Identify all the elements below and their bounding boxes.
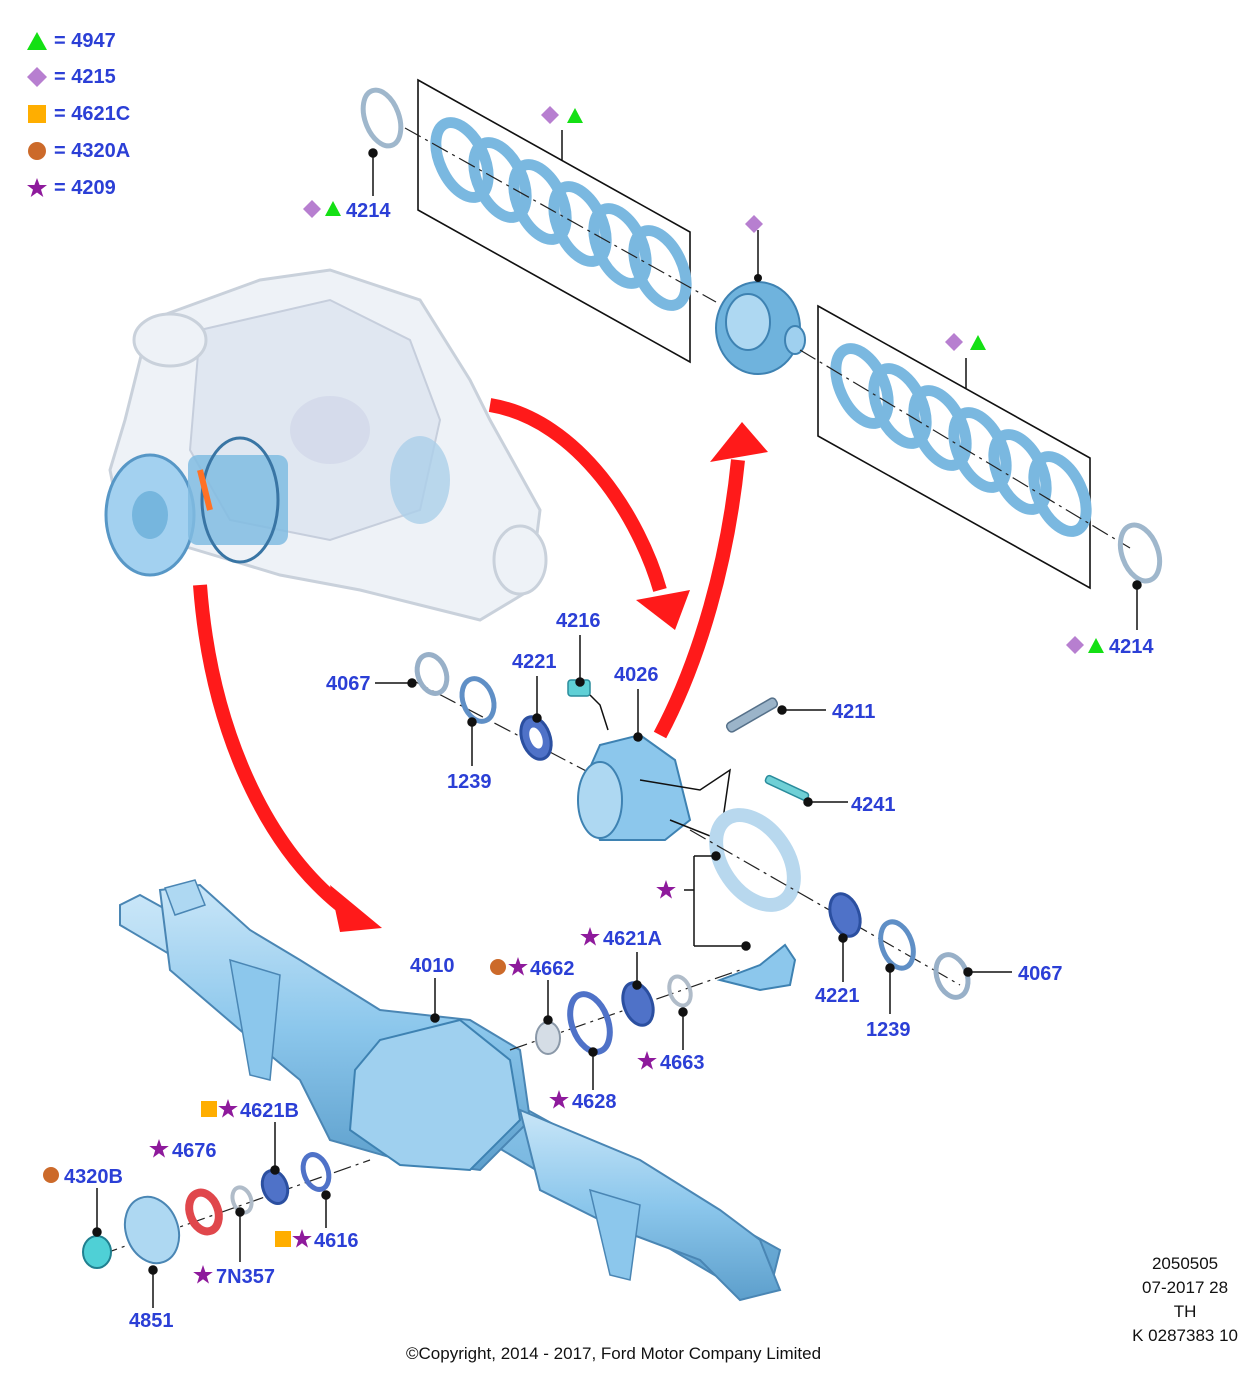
axle-leaders [92, 952, 688, 1308]
legend-text: = 4621C [54, 102, 131, 125]
green-triangle-icon [27, 32, 47, 50]
label-4676: 4676 [172, 1140, 217, 1162]
legend-item-4621C: = 4621C [26, 102, 130, 126]
carrier-leaders [375, 635, 1012, 1014]
meta-line-1: 2050505 [1151, 1254, 1219, 1273]
legend-item-4947: = 4947 [26, 29, 116, 53]
label-4214-right: 4214 [1109, 636, 1154, 658]
brown-circle-icon [28, 142, 46, 160]
label-4663: 4663 [660, 1052, 705, 1074]
label-4851: 4851 [129, 1310, 174, 1332]
clutch-pack-left [360, 78, 717, 364]
label-4221-left: 4221 [512, 651, 557, 673]
label-4214-top: 4214 [346, 200, 391, 222]
label-1239-right: 1239 [866, 1019, 911, 1041]
label-7N357: 7N357 [216, 1266, 275, 1288]
label-4662: 4662 [530, 958, 575, 980]
label-1239-left: 1239 [447, 771, 492, 793]
label-4621B: 4621B [240, 1100, 299, 1122]
meta-line-4: K 0287383 10 [1132, 1326, 1238, 1345]
orange-square-icon [28, 105, 46, 123]
label-4026: 4026 [614, 664, 659, 686]
legend-text: = 4215 [54, 65, 116, 88]
label-4010: 4010 [410, 955, 455, 977]
copyright: ©Copyright, 2014 - 2017, Ford Motor Comp… [406, 1344, 822, 1363]
legend-item-4215: = 4215 [26, 65, 116, 89]
top-leaders [368, 130, 1142, 630]
label-4067-right: 4067 [1018, 963, 1063, 985]
label-4241: 4241 [851, 794, 896, 816]
legend-item-4320A: = 4320A [26, 139, 130, 163]
red-arrow-to-carrier [488, 398, 690, 630]
meta-block: 2050505 07-2017 28 TH K 0287383 10 [1132, 1254, 1238, 1350]
legend-text: = 4320A [54, 139, 131, 162]
meta-line-2: 07-2017 28 [1142, 1278, 1229, 1297]
legend-item-4209: = 4209 [26, 176, 116, 200]
clutch-pack-right [799, 304, 1163, 590]
companion-flange-group [82, 1152, 371, 1269]
legend-text: = 4209 [54, 176, 116, 199]
axle-housing [119, 879, 782, 1302]
purple-diamond-icon [27, 67, 47, 87]
differential-center [715, 230, 806, 375]
label-4211: 4211 [832, 701, 875, 723]
label-4628: 4628 [572, 1091, 617, 1113]
label-4067-left: 4067 [326, 673, 371, 695]
pinion-group [509, 969, 741, 1055]
red-arrow-to-clutch [653, 422, 768, 739]
carrier-group [411, 652, 971, 1000]
label-4621A: 4621A [603, 928, 662, 950]
label-4221-right: 4221 [815, 985, 860, 1007]
rear-differential-housing [104, 268, 548, 622]
label-4320B: 4320B [64, 1166, 123, 1188]
label-4216: 4216 [556, 610, 601, 632]
legend-text: = 4947 [54, 29, 116, 52]
label-4616: 4616 [314, 1230, 359, 1252]
red-arrow-to-axle [193, 584, 382, 932]
purple-star-icon [27, 178, 47, 197]
meta-line-3: TH [1173, 1302, 1197, 1321]
